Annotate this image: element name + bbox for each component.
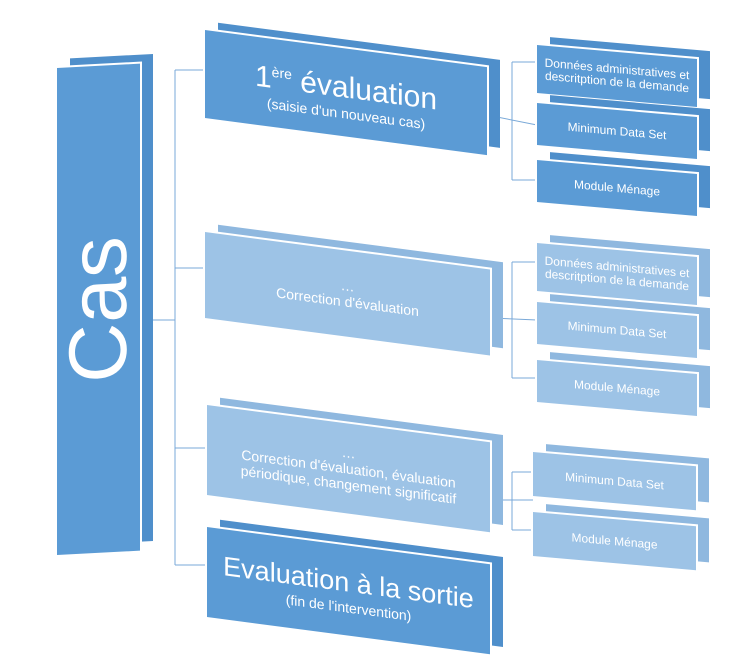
- stage-title: …: [341, 443, 356, 462]
- root-cas-box: Cas: [53, 63, 144, 556]
- stage-title: …: [340, 276, 355, 295]
- root-label: Cas: [52, 234, 144, 385]
